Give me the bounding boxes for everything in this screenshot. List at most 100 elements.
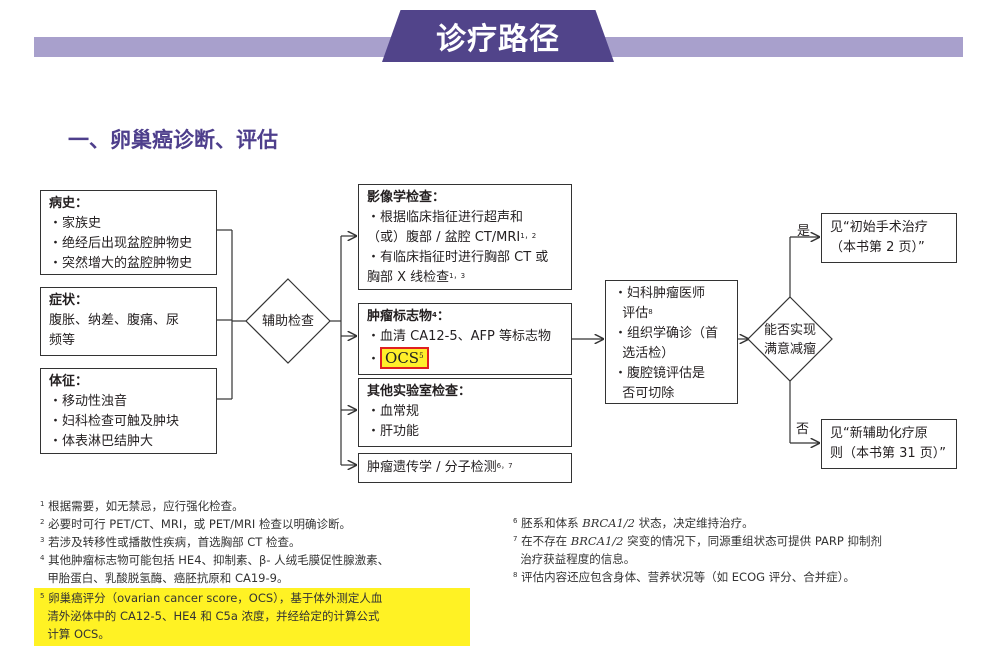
assess-line: 否可切除 xyxy=(622,386,675,401)
footnote-5-highlight xyxy=(34,588,470,646)
footnote: 1 根据需要，如无禁忌，应行强化检查。 xyxy=(40,497,389,515)
footnote: 5 卵巢癌评分（ovarian cancer score，OCS），基于体外测定… xyxy=(40,589,389,607)
history-box: 病史： ・家族史 ・绝经后出现盆腔肿物史 ・突然增大的盆腔肿物史 xyxy=(40,190,217,275)
lab-heading: 其他实验室检查： xyxy=(367,384,472,399)
genetics-box: 肿瘤遗传学 / 分子检测6，7 xyxy=(358,453,572,483)
footnote: 计算 OCS。 xyxy=(40,625,389,643)
yes-label: 是 xyxy=(797,224,811,239)
imaging-sup: 1，3 xyxy=(449,272,466,280)
decision-line: 满意减瘤 xyxy=(763,342,816,357)
assess-line: ・妇科肿瘤医师 xyxy=(614,286,706,301)
footnote-number: 5 xyxy=(40,592,45,600)
footnote-text: 在不存在 xyxy=(521,534,571,548)
assess-line: ・组织学确诊（首 xyxy=(614,326,719,341)
footnote-text: 必要时可行 PET/CT、MRI，或 PET/MRI 检查以明确诊断。 xyxy=(48,517,351,531)
footnotes-left: 1 根据需要，如无禁忌，应行强化检查。 2 必要时可行 PET/CT、MRI，或… xyxy=(40,497,389,643)
signs-heading: 体征： xyxy=(49,374,89,389)
assess-line: 评估 xyxy=(622,306,649,321)
header-tab xyxy=(382,10,614,62)
imaging-line-wrap: （或）腹部 / 盆腔 CT/MRI1，2 xyxy=(367,228,563,248)
footnote: 6 胚系和体系 BRCA1/2 状态，决定维持治疗。 xyxy=(513,514,882,532)
surgery-line: 见“初始手术治疗 xyxy=(830,220,928,235)
imaging-line: （或）腹部 / 盆腔 CT/MRI xyxy=(367,230,521,245)
aux-diamond xyxy=(245,278,331,364)
lab-box: 其他实验室检查： ・血常规 ・肝功能 xyxy=(358,378,572,447)
assess-sup: 8 xyxy=(648,308,653,316)
footnote-number: 6 xyxy=(513,517,518,525)
page-title: 诊疗路径 xyxy=(436,22,560,57)
symptoms-line: 腹胀、纳差、腹痛、尿 xyxy=(49,313,180,328)
decision-line: 能否实现 xyxy=(763,323,816,338)
no-label: 否 xyxy=(796,422,810,437)
surgery-line: （本书第 2 页）” xyxy=(830,240,925,255)
history-item: ・家族史 xyxy=(49,216,102,231)
markers-colon: ： xyxy=(436,309,450,324)
markers-box: 肿瘤标志物4： ・血清 CA12-5、AFP 等标志物 ・OCS5 xyxy=(358,303,572,375)
ocs-sup: 5 xyxy=(419,352,424,360)
markers-heading: 肿瘤标志物 xyxy=(367,309,433,324)
footnote-number: 8 xyxy=(513,571,518,579)
footnote: 8 评估内容还应包含身体、营养状况等（如 ECOG 评分、合并症）。 xyxy=(513,568,882,586)
genetics-label: 肿瘤遗传学 / 分子检测 xyxy=(367,460,497,475)
footnote-number: 4 xyxy=(40,554,45,562)
footnote-text: 若涉及转移性或播散性疾病，首选胸部 CT 检查。 xyxy=(48,535,301,549)
markers-sup: 4 xyxy=(432,311,437,319)
symptoms-heading: 症状： xyxy=(49,293,89,308)
signs-box: 体征： ・移动性浊音 ・妇科检查可触及肿块 ・体表淋巴结肿大 xyxy=(40,368,217,454)
section-title: 一、卵巢癌诊断、评估 xyxy=(68,128,278,152)
history-item: ・突然增大的盆腔肿物史 xyxy=(49,256,193,271)
decision-label: 能否实现 满意减瘤 xyxy=(752,321,828,359)
gene-name: BRCA1/2 xyxy=(582,516,636,530)
imaging-line-wrap: 胸部 X 线检查1，3 xyxy=(367,268,563,288)
gene-name: BRCA1/2 xyxy=(570,534,624,548)
markers-ocs-line: ・OCS5 xyxy=(367,347,563,370)
surgery-box: 见“初始手术治疗 （本书第 2 页）” xyxy=(821,213,957,263)
symptoms-box: 症状： 腹胀、纳差、腹痛、尿 频等 xyxy=(40,287,217,356)
footnote: 4 其他肿瘤标志物可能包括 HE4、抑制素、β- 人绒毛膜促性腺激素、 xyxy=(40,551,389,569)
assess-line-wrap: 否可切除 xyxy=(614,384,729,404)
footnote-text: 其他肿瘤标志物可能包括 HE4、抑制素、β- 人绒毛膜促性腺激素、 xyxy=(48,553,390,567)
genetics-line: 肿瘤遗传学 / 分子检测6，7 xyxy=(367,458,563,478)
footnote-text: 胚系和体系 xyxy=(521,516,583,530)
ocs-highlight: OCS5 xyxy=(380,347,429,369)
neoadj-line: 见“新辅助化疗原 xyxy=(830,426,928,441)
footnote-number: 3 xyxy=(40,536,45,544)
assess-line: 选活检） xyxy=(622,346,675,361)
lab-item: ・血常规 xyxy=(367,404,420,419)
history-heading: 病史： xyxy=(49,196,89,211)
neoadjuvant-box: 见“新辅助化疗原 则（本书第 31 页）” xyxy=(821,419,957,469)
lab-item: ・肝功能 xyxy=(367,424,420,439)
markers-line: ・血清 CA12-5、AFP 等标志物 xyxy=(367,329,551,344)
footnote: 清外泌体中的 CA12-5、HE4 和 C5a 浓度，并经给定的计算公式 xyxy=(40,607,389,625)
aux-diamond-label: 辅助检查 xyxy=(261,314,314,329)
neoadj-line: 则（本书第 31 页）” xyxy=(830,446,947,461)
genetics-sup: 6，7 xyxy=(496,462,513,470)
footnote-text: 甲胎蛋白、乳酸脱氢酶、癌胚抗原和 CA19-9。 xyxy=(47,571,289,585)
footnote-text: 评估内容还应包含身体、营养状况等（如 ECOG 评分、合并症）。 xyxy=(521,570,855,584)
imaging-box: 影像学检查： ・根据临床指征进行超声和 （或）腹部 / 盆腔 CT/MRI1，2… xyxy=(358,184,572,290)
symptoms-line: 频等 xyxy=(49,333,76,348)
footnote: 甲胎蛋白、乳酸脱氢酶、癌胚抗原和 CA19-9。 xyxy=(40,569,389,587)
footnote: 2 必要时可行 PET/CT、MRI，或 PET/MRI 检查以明确诊断。 xyxy=(40,515,389,533)
imaging-line: ・根据临床指征进行超声和 xyxy=(367,210,524,225)
footnote-number: 7 xyxy=(513,535,518,543)
footnotes-right: 6 胚系和体系 BRCA1/2 状态，决定维持治疗。 7 在不存在 BRCA1/… xyxy=(513,514,882,586)
footnote-text: 突变的情况下，同源重组状态可提供 PARP 抑制剂 xyxy=(623,534,882,548)
assess-line-wrap: 选活检） xyxy=(614,344,729,364)
assessment-box: ・妇科肿瘤医师 评估8 ・组织学确诊（首 选活检） ・腹腔镜评估是 否可切除 xyxy=(605,280,738,404)
footnote: 3 若涉及转移性或播散性疾病，首选胸部 CT 检查。 xyxy=(40,533,389,551)
footnote-number: 2 xyxy=(40,518,45,526)
imaging-line: 胸部 X 线检查 xyxy=(367,270,450,285)
history-item: ・绝经后出现盆腔肿物史 xyxy=(49,236,193,251)
footnote-text: 计算 OCS。 xyxy=(47,627,110,641)
footnote-text: 卵巢癌评分（ovarian cancer score，OCS），基于体外测定人血 xyxy=(48,591,383,605)
imaging-line: ・有临床指征时进行胸部 CT 或 xyxy=(367,250,549,265)
signs-item: ・移动性浊音 xyxy=(49,394,128,409)
imaging-heading: 影像学检查： xyxy=(367,190,446,205)
footnote-text: 根据需要，如无禁忌，应行强化检查。 xyxy=(48,499,244,513)
footnote-text: 治疗获益程度的信息。 xyxy=(520,552,636,566)
signs-item: ・体表淋巴结肿大 xyxy=(49,434,154,449)
footnote-number: 1 xyxy=(40,500,45,508)
footnote: 7 在不存在 BRCA1/2 突变的情况下，同源重组状态可提供 PARP 抑制剂 xyxy=(513,532,882,550)
